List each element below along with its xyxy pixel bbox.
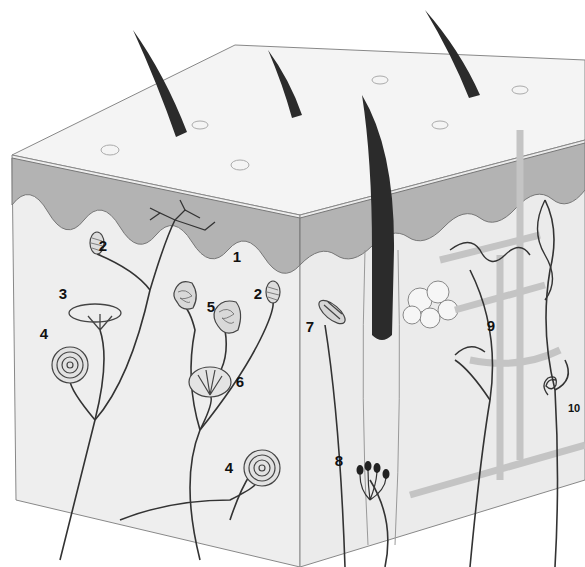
hair-shafts [133,10,480,340]
krause-bulb [174,282,241,334]
sebaceous-gland [403,281,458,328]
callout-number: 3 [59,286,67,301]
front-face [12,155,300,567]
hair-nerve-ending [315,296,349,327]
free-nerve-ending [150,200,215,230]
callout-number: 10 [568,403,580,414]
blood-vessels [410,130,585,495]
callout-number: 6 [236,374,244,389]
callout-number: 4 [40,326,48,341]
pacinian-corpuscle [52,347,280,486]
callout-number: 9 [487,318,495,333]
callout-number: 4 [225,460,233,475]
nerve-fibers [60,200,568,567]
ruffini-ending [189,367,231,397]
callout-number: 1 [233,249,241,264]
callout-number: 2 [254,286,262,301]
epidermis [300,143,585,265]
callout-number: 2 [99,238,107,253]
coil-lines [178,291,234,324]
coiled-ending [544,377,556,395]
callout-number: 8 [335,453,343,468]
merkel-endings [357,461,390,500]
right-face [300,140,585,567]
epidermis [12,158,300,273]
callout-number: 7 [306,319,314,334]
perivascular-fibers [450,200,553,355]
callout-number: 5 [207,299,215,314]
hair-ring-ending [69,304,121,330]
